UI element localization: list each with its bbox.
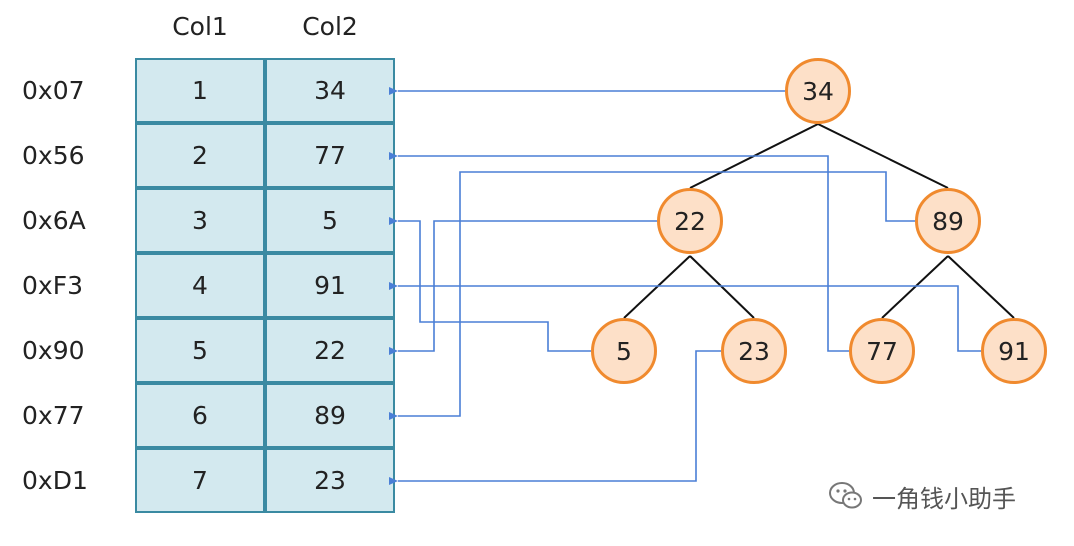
column-header-col1: Col1 bbox=[172, 11, 228, 41]
row-address-label: 0x6A bbox=[22, 206, 86, 235]
column-header-col2: Col2 bbox=[302, 11, 358, 41]
pointer-lines bbox=[389, 87, 981, 485]
table-cell-col2: 91 bbox=[265, 253, 395, 318]
tree-node: 22 bbox=[657, 188, 723, 254]
tree-edge bbox=[689, 255, 755, 319]
row-address-label: 0xF3 bbox=[22, 271, 83, 300]
row-address-label: 0xD1 bbox=[22, 466, 88, 495]
pointer-line-89 bbox=[389, 171, 915, 420]
row-address-label: 0x77 bbox=[22, 401, 85, 430]
tree-edge bbox=[623, 255, 691, 319]
table-cell-col1: 1 bbox=[135, 58, 265, 123]
pointer-line-23 bbox=[389, 350, 721, 485]
table-cell-col2: 34 bbox=[265, 58, 395, 123]
tree-node: 91 bbox=[981, 318, 1047, 384]
table-cell-col2: 22 bbox=[265, 318, 395, 383]
tree-node: 5 bbox=[591, 318, 657, 384]
table-cell-col2: 23 bbox=[265, 448, 395, 513]
pointer-line-5 bbox=[389, 217, 591, 352]
tree-node: 34 bbox=[785, 58, 851, 124]
tree-node: 77 bbox=[849, 318, 915, 384]
table-cell-col1: 7 bbox=[135, 448, 265, 513]
row-address-label: 0x56 bbox=[22, 141, 85, 170]
pointer-line-91 bbox=[389, 282, 981, 352]
tree-edge bbox=[817, 123, 949, 189]
table-cell-col1: 3 bbox=[135, 188, 265, 253]
table-cell-col2: 89 bbox=[265, 383, 395, 448]
watermark-text: 一角钱小助手 bbox=[872, 484, 1016, 513]
row-address-label: 0x07 bbox=[22, 76, 85, 105]
row-address-label: 0x90 bbox=[22, 336, 85, 365]
table-cell-col1: 6 bbox=[135, 383, 265, 448]
table-cell-col2: 77 bbox=[265, 123, 395, 188]
tree-edge bbox=[947, 255, 1015, 319]
wechat-chat-bubble-icon bbox=[828, 481, 864, 511]
pointer-line-22 bbox=[389, 220, 657, 355]
tree-edge bbox=[881, 255, 949, 319]
pointer-line-77 bbox=[389, 152, 849, 352]
table-cell-col1: 5 bbox=[135, 318, 265, 383]
table-cell-col1: 2 bbox=[135, 123, 265, 188]
tree-node: 89 bbox=[915, 188, 981, 254]
watermark: 一角钱小助手 bbox=[828, 476, 1016, 516]
tree-node: 23 bbox=[721, 318, 787, 384]
table-cell-col1: 4 bbox=[135, 253, 265, 318]
